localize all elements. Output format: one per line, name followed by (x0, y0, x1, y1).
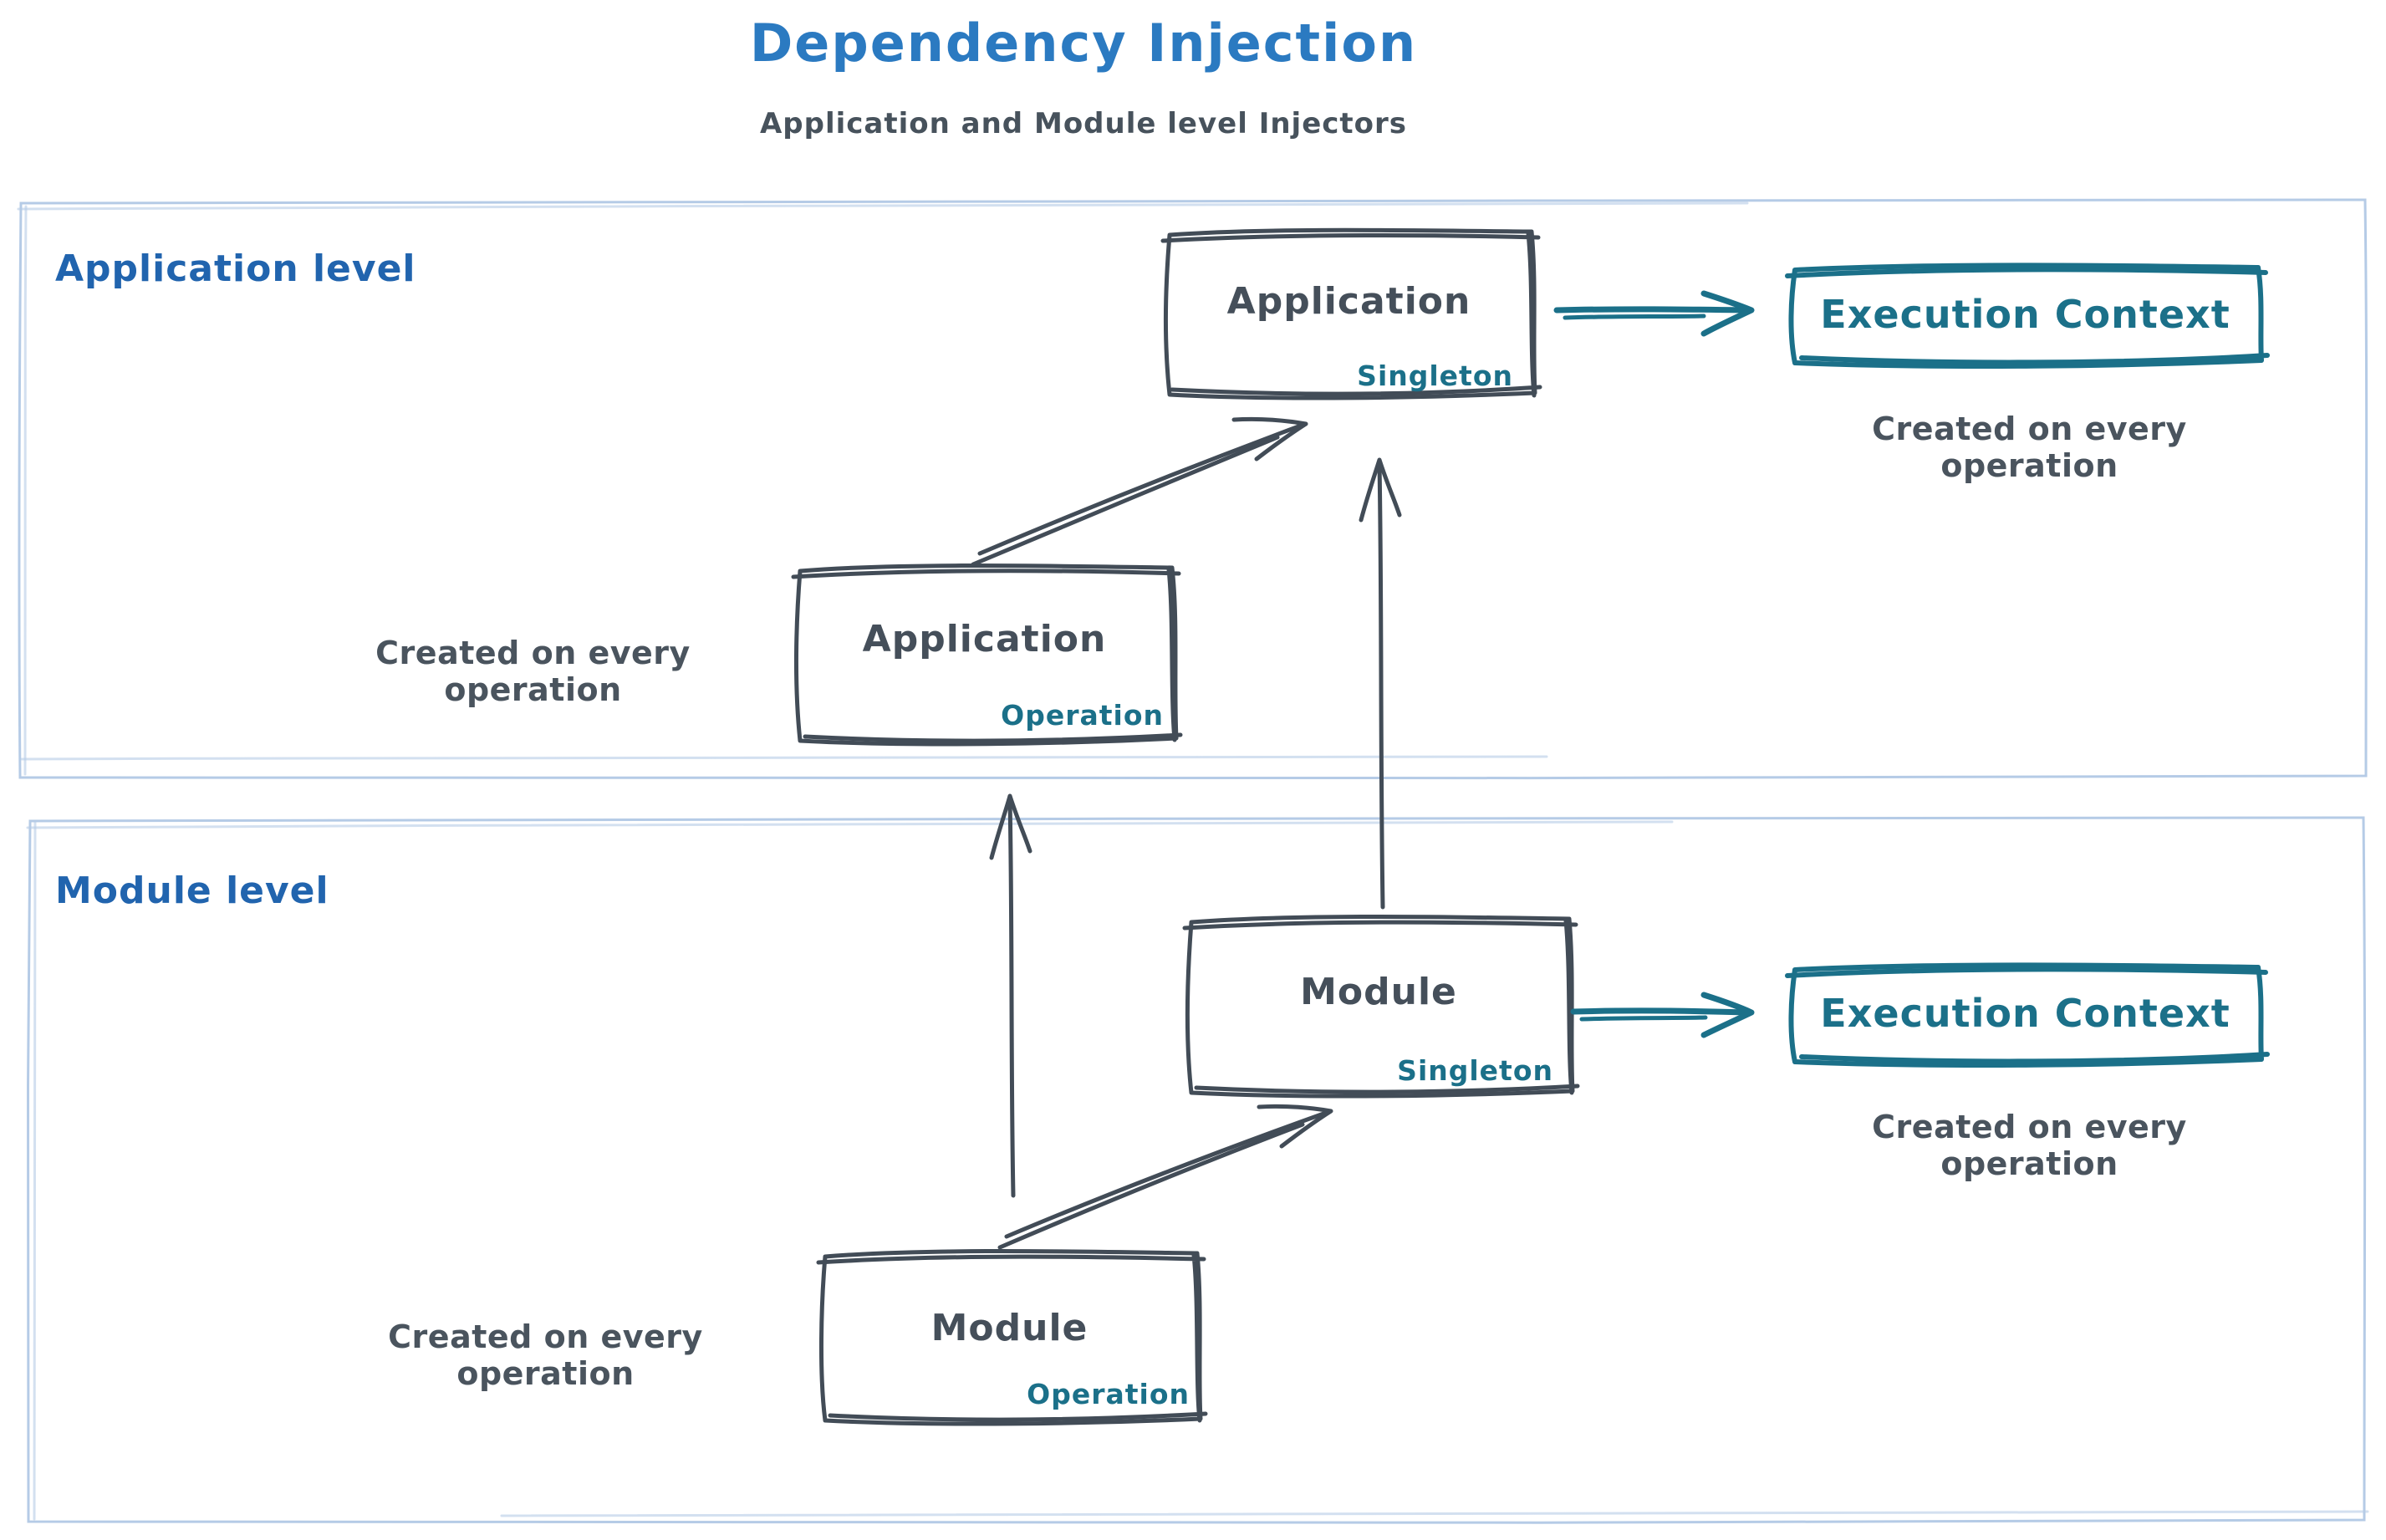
application-execution-context-label: Execution Context (1820, 292, 2231, 337)
module-singleton-box-outline (1182, 915, 1580, 1099)
module-singleton-box: Module Singleton (1185, 915, 1572, 1095)
application-level-label: Application level (55, 247, 416, 290)
application-operation-note: Created on every operation (375, 635, 691, 708)
module-operation-title: Module (930, 1307, 1088, 1349)
module-operation-box-outline (816, 1249, 1208, 1426)
arrow-module-operation-to-application-operation (989, 793, 1032, 1198)
module-level-label: Module level (55, 869, 329, 912)
module-singleton-scope: Singleton (1397, 1054, 1553, 1087)
application-singleton-scope: Singleton (1357, 360, 1513, 392)
application-operation-box: Application Operation (794, 564, 1175, 742)
module-operation-note: Created on every operation (388, 1318, 703, 1392)
application-singleton-box-outline (1160, 227, 1542, 400)
arrow-module-singleton-to-application-singleton (1359, 457, 1402, 910)
module-singleton-title: Module (1300, 971, 1457, 1013)
module-operation-scope: Operation (1027, 1378, 1190, 1410)
application-singleton-title: Application (1226, 280, 1471, 323)
application-operation-scope: Operation (1001, 699, 1164, 732)
module-level-container (26, 816, 2369, 1525)
page-subtitle: Application and Module level Injectors (759, 107, 1408, 140)
arrow-application-operation-to-singleton (971, 416, 1308, 567)
module-execution-context-note: Created on every operation (1872, 1109, 2187, 1182)
application-operation-box-outline (791, 563, 1183, 747)
application-execution-context-note: Created on every operation (1872, 410, 2187, 484)
application-singleton-box: Application Singleton (1164, 228, 1534, 397)
arrow-module-singleton-to-execution-context (1570, 992, 1755, 1038)
application-operation-title: Application (862, 618, 1107, 660)
arrow-module-operation-to-singleton (997, 1104, 1333, 1250)
arrow-application-singleton-to-execution-context (1553, 290, 1755, 337)
page-title: Dependency Injection (749, 13, 1418, 74)
module-execution-context-box-outline (1785, 962, 2270, 1068)
module-execution-context-label: Execution Context (1820, 991, 2231, 1036)
application-level-container (17, 198, 2368, 780)
application-execution-context-box-outline (1785, 263, 2270, 369)
module-operation-box: Module Operation (819, 1250, 1200, 1423)
